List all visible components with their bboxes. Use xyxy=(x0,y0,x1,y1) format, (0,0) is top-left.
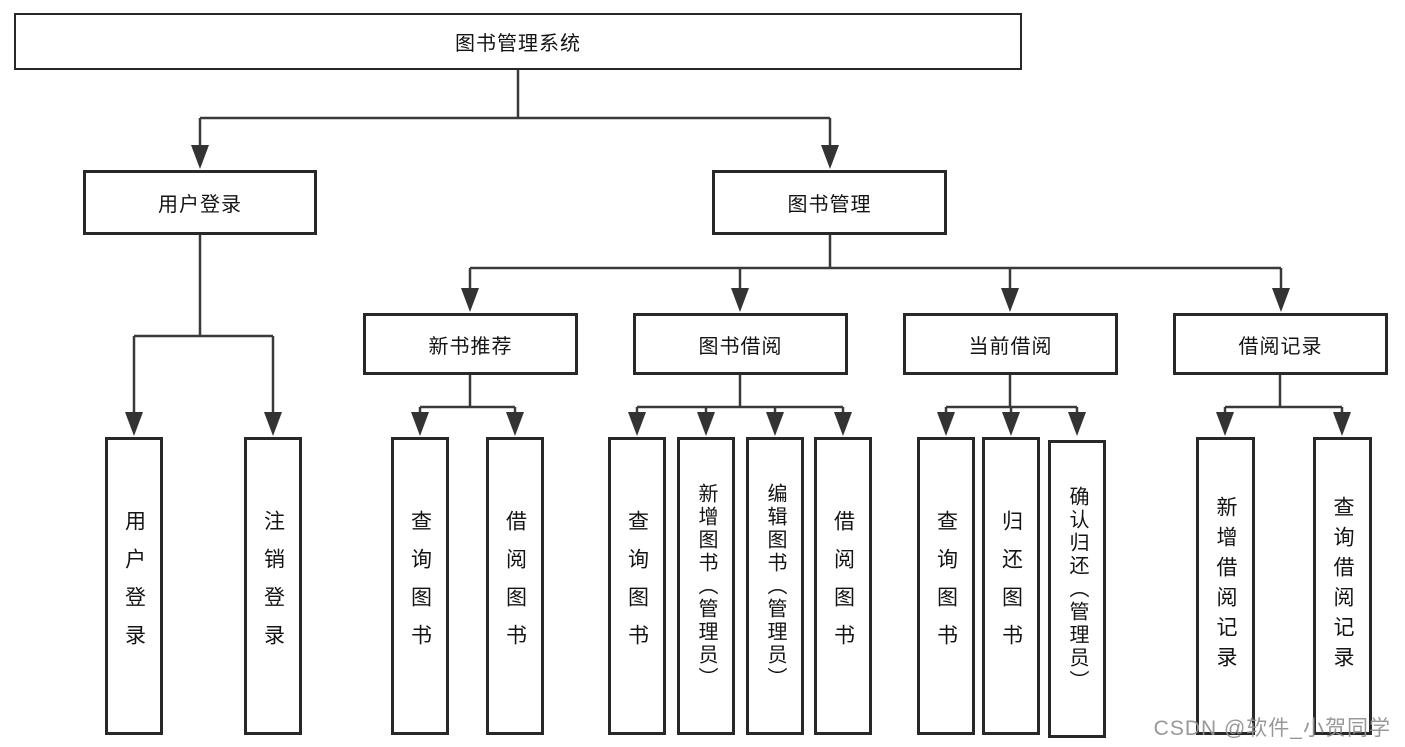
leaf-return-books: 归还图书 xyxy=(982,437,1040,735)
leaf-confirm-return-admin: 确认归还（管理员） xyxy=(1048,440,1106,738)
watermark: CSDN @软件_小贺同学 xyxy=(1153,717,1391,740)
node-new-book-recommend: 新书推荐 xyxy=(363,313,578,375)
leaf-edit-books-admin: 编辑图书（管理员） xyxy=(746,437,804,735)
leaf-query-books-current: 查询图书 xyxy=(917,437,975,735)
leaf-query-borrow-record: 查询借阅记录 xyxy=(1313,437,1372,735)
leaf-add-borrow-record: 新增借阅记录 xyxy=(1196,437,1255,735)
leaf-add-books-admin: 新增图书（管理员） xyxy=(677,437,735,735)
node-borrowing-records: 借阅记录 xyxy=(1173,313,1388,375)
leaf-borrow-books-recommend: 借阅图书 xyxy=(486,437,544,735)
node-current-borrowing: 当前借阅 xyxy=(903,313,1118,375)
node-book-management: 图书管理 xyxy=(712,170,947,235)
leaf-logout-login: 注销登录 xyxy=(244,437,302,735)
node-book-management-system: 图书管理系统 xyxy=(14,13,1022,70)
leaf-borrow-books-borrowing: 借阅图书 xyxy=(814,437,872,735)
leaf-user-login: 用户登录 xyxy=(105,437,163,735)
leaf-query-books-recommend: 查询图书 xyxy=(391,437,449,735)
node-book-borrowing: 图书借阅 xyxy=(633,313,848,375)
leaf-query-books-borrowing: 查询图书 xyxy=(608,437,666,735)
node-user-login: 用户登录 xyxy=(83,170,317,235)
